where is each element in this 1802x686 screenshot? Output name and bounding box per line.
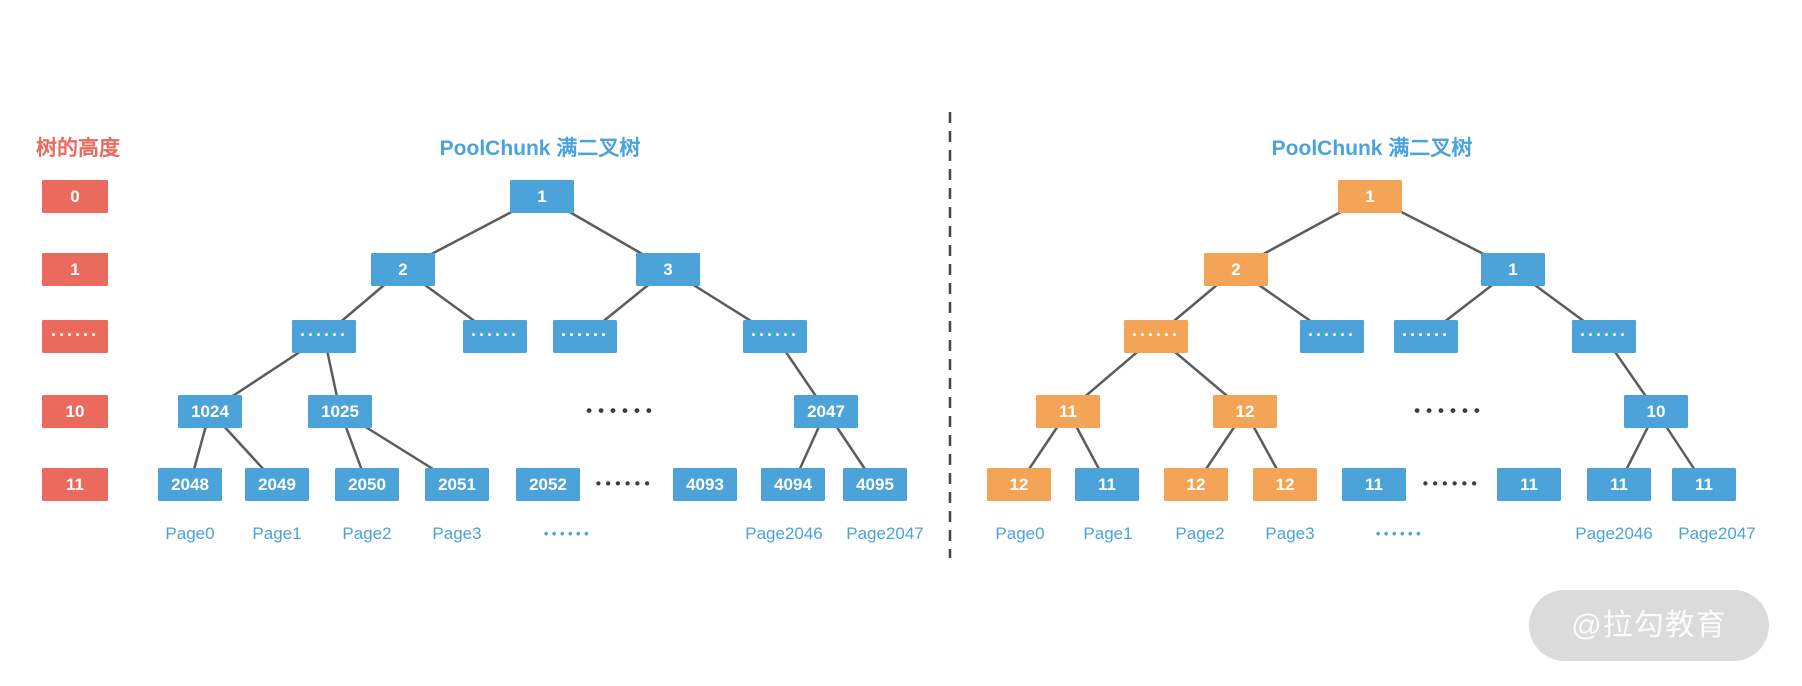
tree2-node-11: 11 (1587, 467, 1651, 501)
tree2-node-11: 11 (1672, 467, 1736, 501)
legend-box-11: 11 (42, 467, 108, 501)
tree2-node-11: 11 (1075, 467, 1139, 501)
legend-box-dots: ······ (42, 319, 108, 353)
tree2-node-dots: ······ (1124, 319, 1188, 353)
tree2-node-11: 11 (1497, 467, 1561, 501)
tree1-node-dots: ······ (553, 319, 617, 353)
tree2-node-12: 12 (1253, 467, 1317, 501)
tree2-node-12: 12 (1164, 467, 1228, 501)
tree2-page-dots: •••••• (1375, 526, 1425, 541)
tree1-node-3: 3 (636, 252, 700, 286)
tree1-node-dots: ······ (463, 319, 527, 353)
tree2-page-label-Page1: Page1 (1083, 524, 1133, 543)
tree1-node-2050: 2050 (335, 467, 399, 501)
tree2-page-label-Page0: Page0 (995, 524, 1045, 543)
tree1-page-label-Page0: Page0 (165, 524, 215, 543)
tree2-page-label-Page2047: Page2047 (1678, 524, 1756, 543)
tree2-node-dots: ······ (1572, 319, 1636, 353)
legend-box-10: 10 (42, 394, 108, 428)
tree2-node-1: 1 (1481, 252, 1545, 286)
tree1-node-4093: 4093 (673, 467, 737, 501)
tree1-page-label-Page2047: Page2047 (846, 524, 924, 543)
tree1-node-1024: 1024 (178, 394, 242, 428)
tree2-page-label-Page3: Page3 (1265, 524, 1315, 543)
tree1-node-1025: 1025 (308, 394, 372, 428)
tree2-node-12: 12 (987, 467, 1051, 501)
tree2-node-11: 11 (1342, 467, 1406, 501)
tree1-page-label-Page2: Page2 (342, 524, 392, 543)
tree2-ellipsis-dots: •••••• (1422, 475, 1482, 493)
legend-title: 树的高度 (36, 137, 120, 160)
tree1-node-2049: 2049 (245, 467, 309, 501)
tree2-node-1: 1 (1338, 179, 1402, 213)
tree2-node-12: 12 (1213, 394, 1277, 428)
tree1-ellipsis-dots: •••••• (586, 401, 658, 420)
tree1-node-dots: ······ (743, 319, 807, 353)
tree2-ellipsis-dots: •••••• (1414, 401, 1486, 420)
tree1-node-2: 2 (371, 252, 435, 286)
tree1-node-2051: 2051 (425, 467, 489, 501)
tree1-node-1: 1 (510, 179, 574, 213)
tree2-node-dots: ······ (1300, 319, 1364, 353)
tree1-node-dots: ······ (292, 319, 356, 353)
tree1-page-dots: •••••• (543, 526, 593, 541)
tree1-page-label-Page1: Page1 (252, 524, 302, 543)
tree2-node-2: 2 (1204, 252, 1268, 286)
tree1-node-4095: 4095 (843, 467, 907, 501)
tree1-node-2048: 2048 (158, 467, 222, 501)
left-tree-title: PoolChunk 满二叉树 (439, 137, 641, 160)
tree2-node-10: 10 (1624, 394, 1688, 428)
tree1-page-label-Page2046: Page2046 (745, 524, 823, 543)
watermark-badge: @拉勾教育 (1529, 590, 1769, 661)
tree1-ellipsis-dots: •••••• (595, 475, 655, 493)
tree1-node-4094: 4094 (761, 467, 825, 501)
tree1-page-label-Page3: Page3 (432, 524, 482, 543)
tree1-node-2047: 2047 (794, 394, 858, 428)
legend-box-0: 0 (42, 179, 108, 213)
tree2-node-dots: ······ (1394, 319, 1458, 353)
tree1-node-2052: 2052 (516, 467, 580, 501)
legend-box-1: 1 (42, 252, 108, 286)
tree2-page-label-Page2: Page2 (1175, 524, 1225, 543)
right-tree-title: PoolChunk 满二叉树 (1271, 137, 1473, 160)
tree2-page-label-Page2046: Page2046 (1575, 524, 1653, 543)
tree2-node-11: 11 (1036, 394, 1100, 428)
